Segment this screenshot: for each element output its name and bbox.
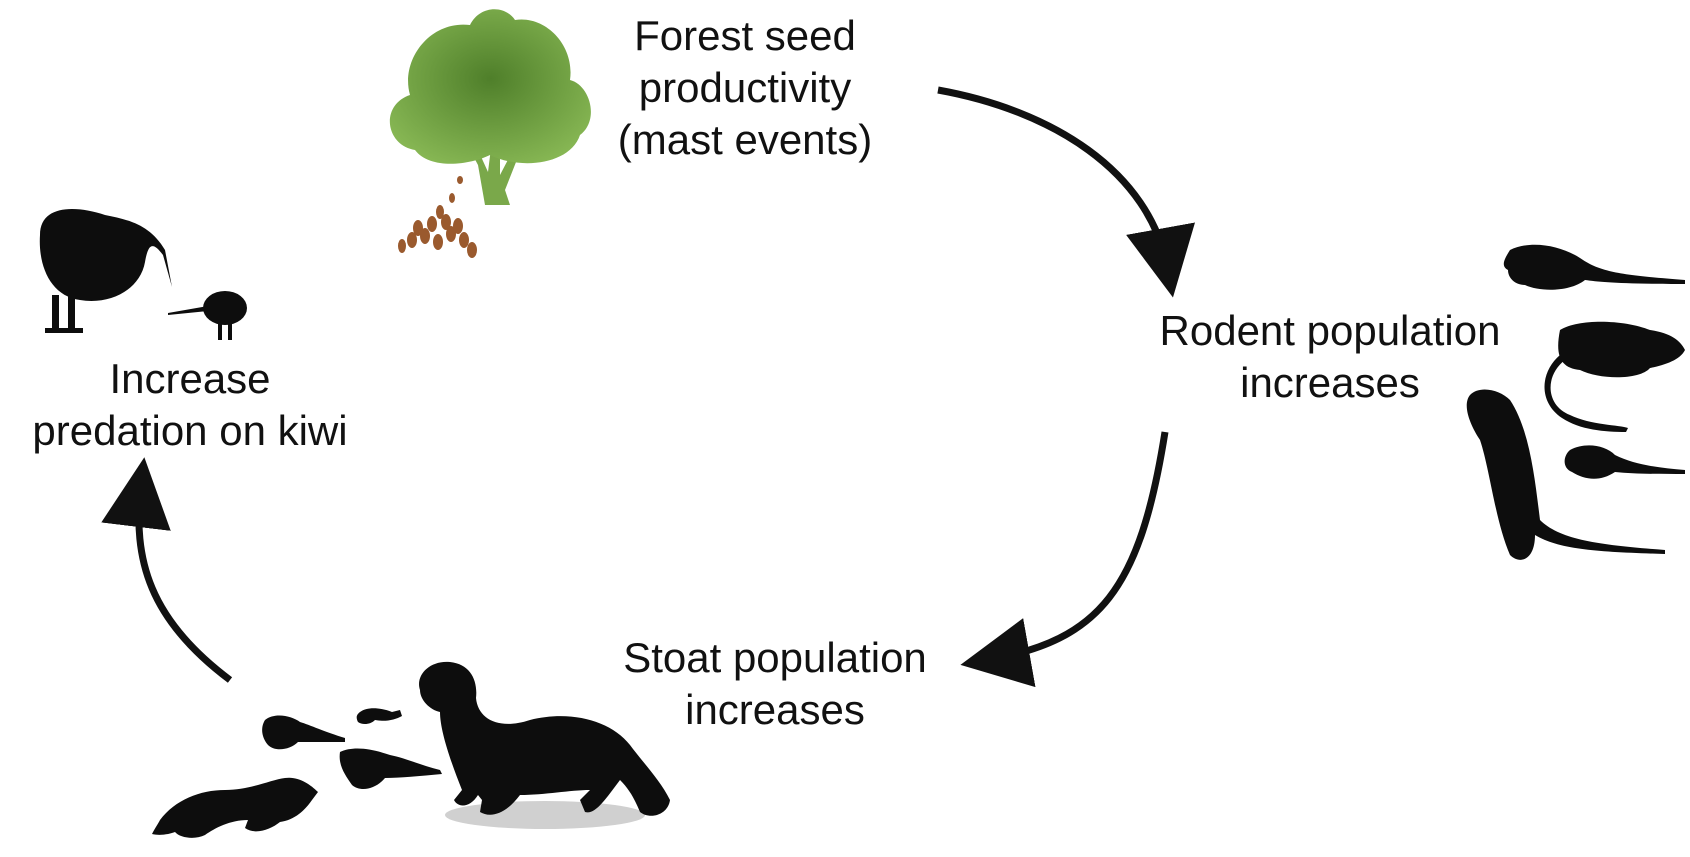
rodent-line-2: increases: [1240, 359, 1420, 406]
cycle-arrows: [101, 86, 1195, 688]
rodent-line-1: Rodent population: [1159, 307, 1501, 354]
rodent-silhouettes-icon: [1466, 244, 1685, 560]
stoat-line-2: increases: [685, 686, 865, 733]
kiwi-line-2: predation on kiwi: [32, 407, 348, 454]
label-forest-seed-productivity: Forest seed productivity (mast events): [585, 10, 905, 166]
kiwi-silhouettes-icon: [39, 209, 247, 340]
stoat-line-1: Stoat population: [623, 634, 927, 681]
forest-line-1: Forest seed: [634, 12, 856, 59]
label-stoat-population: Stoat population increases: [595, 632, 955, 736]
arrow-forest-to-rodent: [937, 86, 1195, 298]
label-kiwi-predation: Increase predation on kiwi: [0, 353, 380, 457]
arrow-stoat-to-kiwi: [101, 457, 233, 683]
tree-with-seeds-icon: [389, 9, 591, 258]
arrow-rodent-to-stoat: [960, 431, 1169, 688]
stoat-silhouettes-icon: [152, 661, 670, 838]
forest-line-2: productivity: [638, 64, 852, 111]
forest-line-3: (mast events): [617, 116, 873, 163]
label-rodent-population: Rodent population increases: [1120, 305, 1540, 409]
kiwi-line-1: Increase: [109, 355, 271, 402]
